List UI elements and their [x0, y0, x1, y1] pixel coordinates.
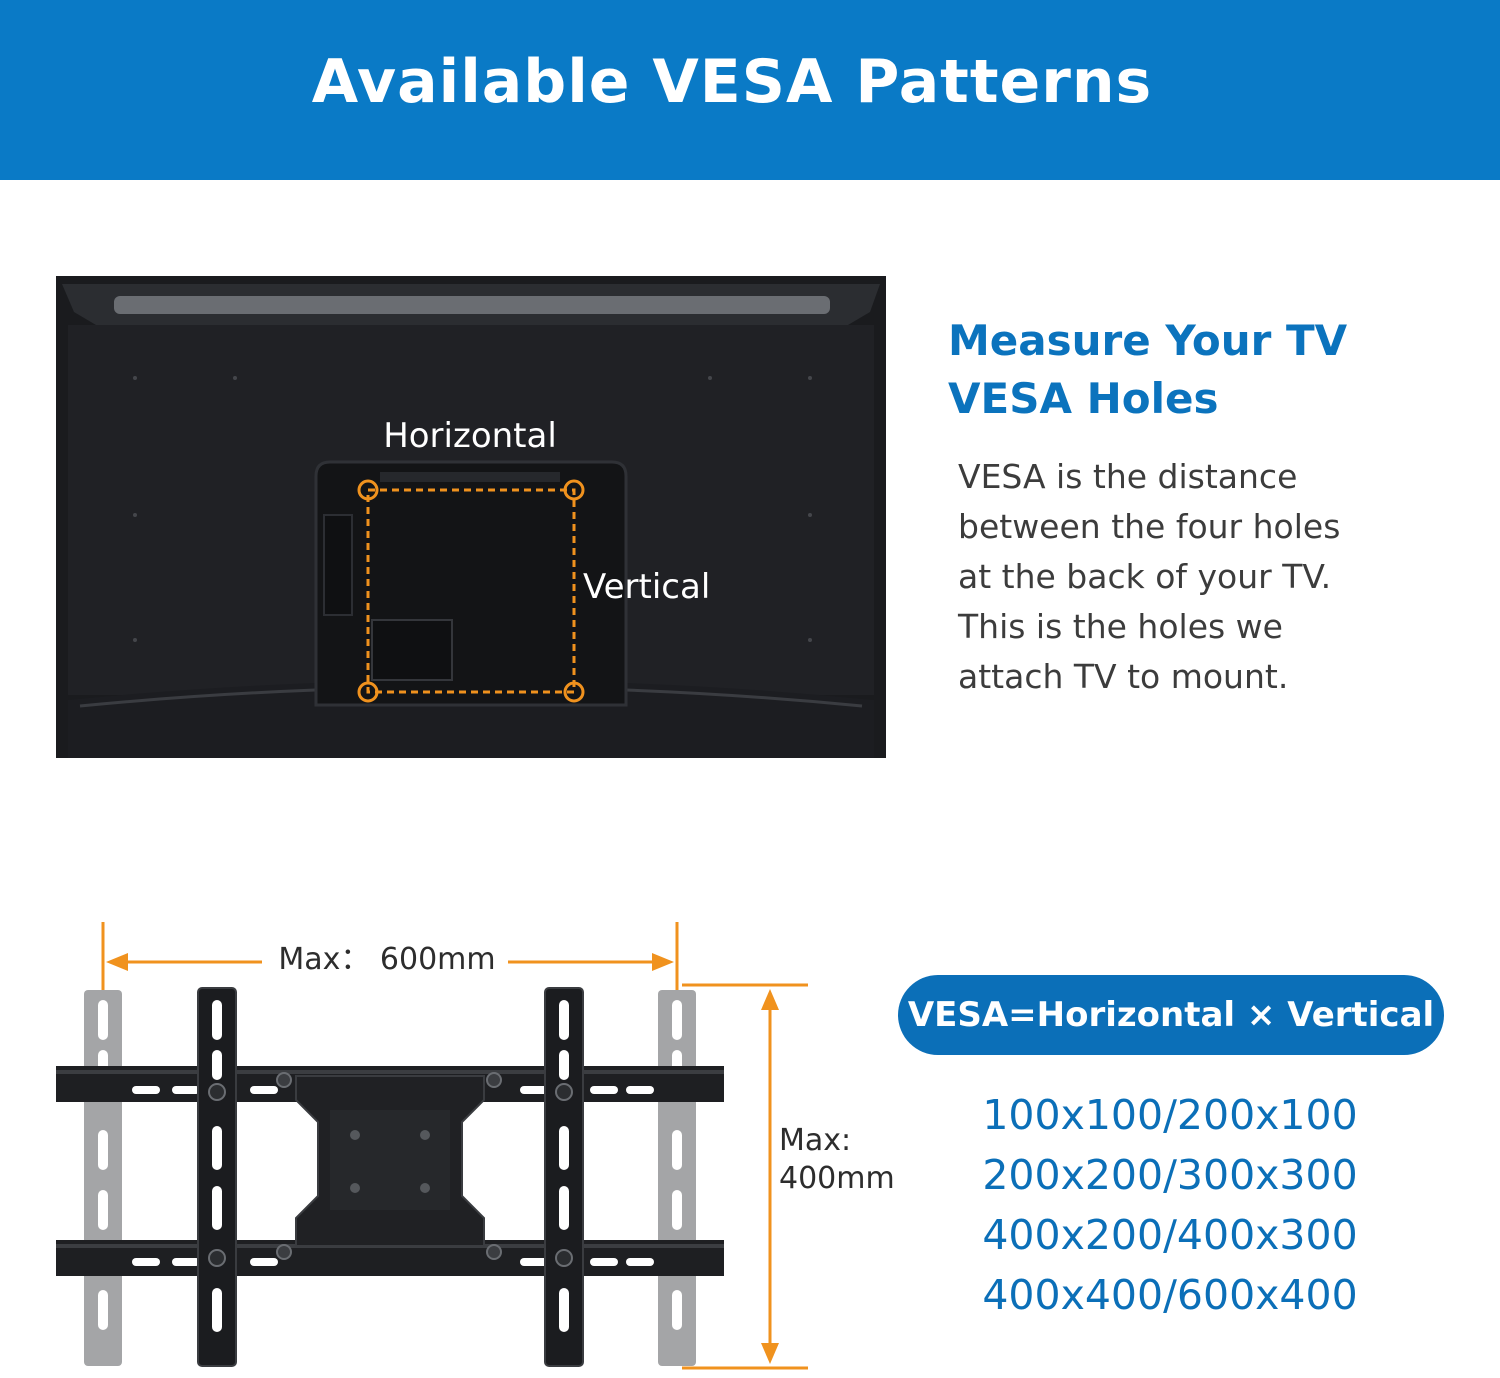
arm-left [197, 987, 237, 1367]
vesa-holes [357, 479, 585, 703]
max-height-label-line1: Max: [779, 1123, 851, 1158]
measure-title-line1: Measure Your TV [948, 316, 1348, 365]
horizontal-label: Horizontal [383, 416, 557, 456]
vertical-label: Vertical [583, 567, 710, 607]
tv-port-block [371, 619, 453, 681]
measure-title: Measure Your TV VESA Holes [948, 312, 1468, 428]
rail-bolts [276, 1072, 502, 1260]
page-title: Available VESA Patterns [311, 47, 1153, 117]
tv-side-port [323, 514, 353, 616]
arm-right [544, 987, 584, 1367]
width-arrowhead-left [106, 953, 128, 971]
measure-description: VESA is the distance between the four ho… [958, 452, 1478, 702]
tv-top-light-strip [114, 296, 830, 314]
ghost-arm-left [84, 990, 122, 1366]
tv-top-vent [380, 472, 560, 482]
max-height-label-line2: 400mm [779, 1161, 895, 1196]
vesa-hole-top-right [563, 479, 585, 501]
width-arrowhead-right [652, 953, 674, 971]
vesa-formula-badge: VESA=Horizontal × Vertical [898, 975, 1444, 1055]
measure-body-line: at the back of your TV. [958, 557, 1332, 596]
vesa-hole-bottom-left [357, 681, 379, 703]
measure-body-line: VESA is the distance [958, 457, 1298, 496]
measure-body-line: between the four holes [958, 507, 1341, 546]
vesa-hole-top-left [357, 479, 379, 501]
vesa-hole-outline [366, 488, 576, 694]
vesa-pattern-item: 200x200/300x300 [982, 1151, 1358, 1199]
center-plate-holes [350, 1130, 430, 1193]
vesa-pattern-item: 100x100/200x100 [982, 1091, 1358, 1139]
measure-title-line2: VESA Holes [948, 374, 1219, 423]
vesa-pattern-item: 400x200/400x300 [982, 1211, 1358, 1259]
measure-body-line: This is the holes we [958, 607, 1283, 646]
header-banner: Available VESA Patterns [0, 0, 1500, 180]
height-arrowhead-bottom [761, 1343, 779, 1364]
ghost-arm-right [658, 990, 696, 1366]
max-width-label: Max： 600mm [278, 942, 495, 977]
vesa-hole-bottom-right [563, 681, 585, 703]
vesa-pattern-item: 400x400/600x400 [982, 1271, 1358, 1319]
height-arrowhead-top [761, 989, 779, 1010]
vesa-pattern-list: 100x100/200x100 200x200/300x300 400x200/… [940, 1085, 1400, 1325]
tv-screw-dots [133, 376, 812, 642]
tv-lower-curve [68, 680, 874, 758]
measure-body-line: attach TV to mount. [958, 657, 1289, 696]
